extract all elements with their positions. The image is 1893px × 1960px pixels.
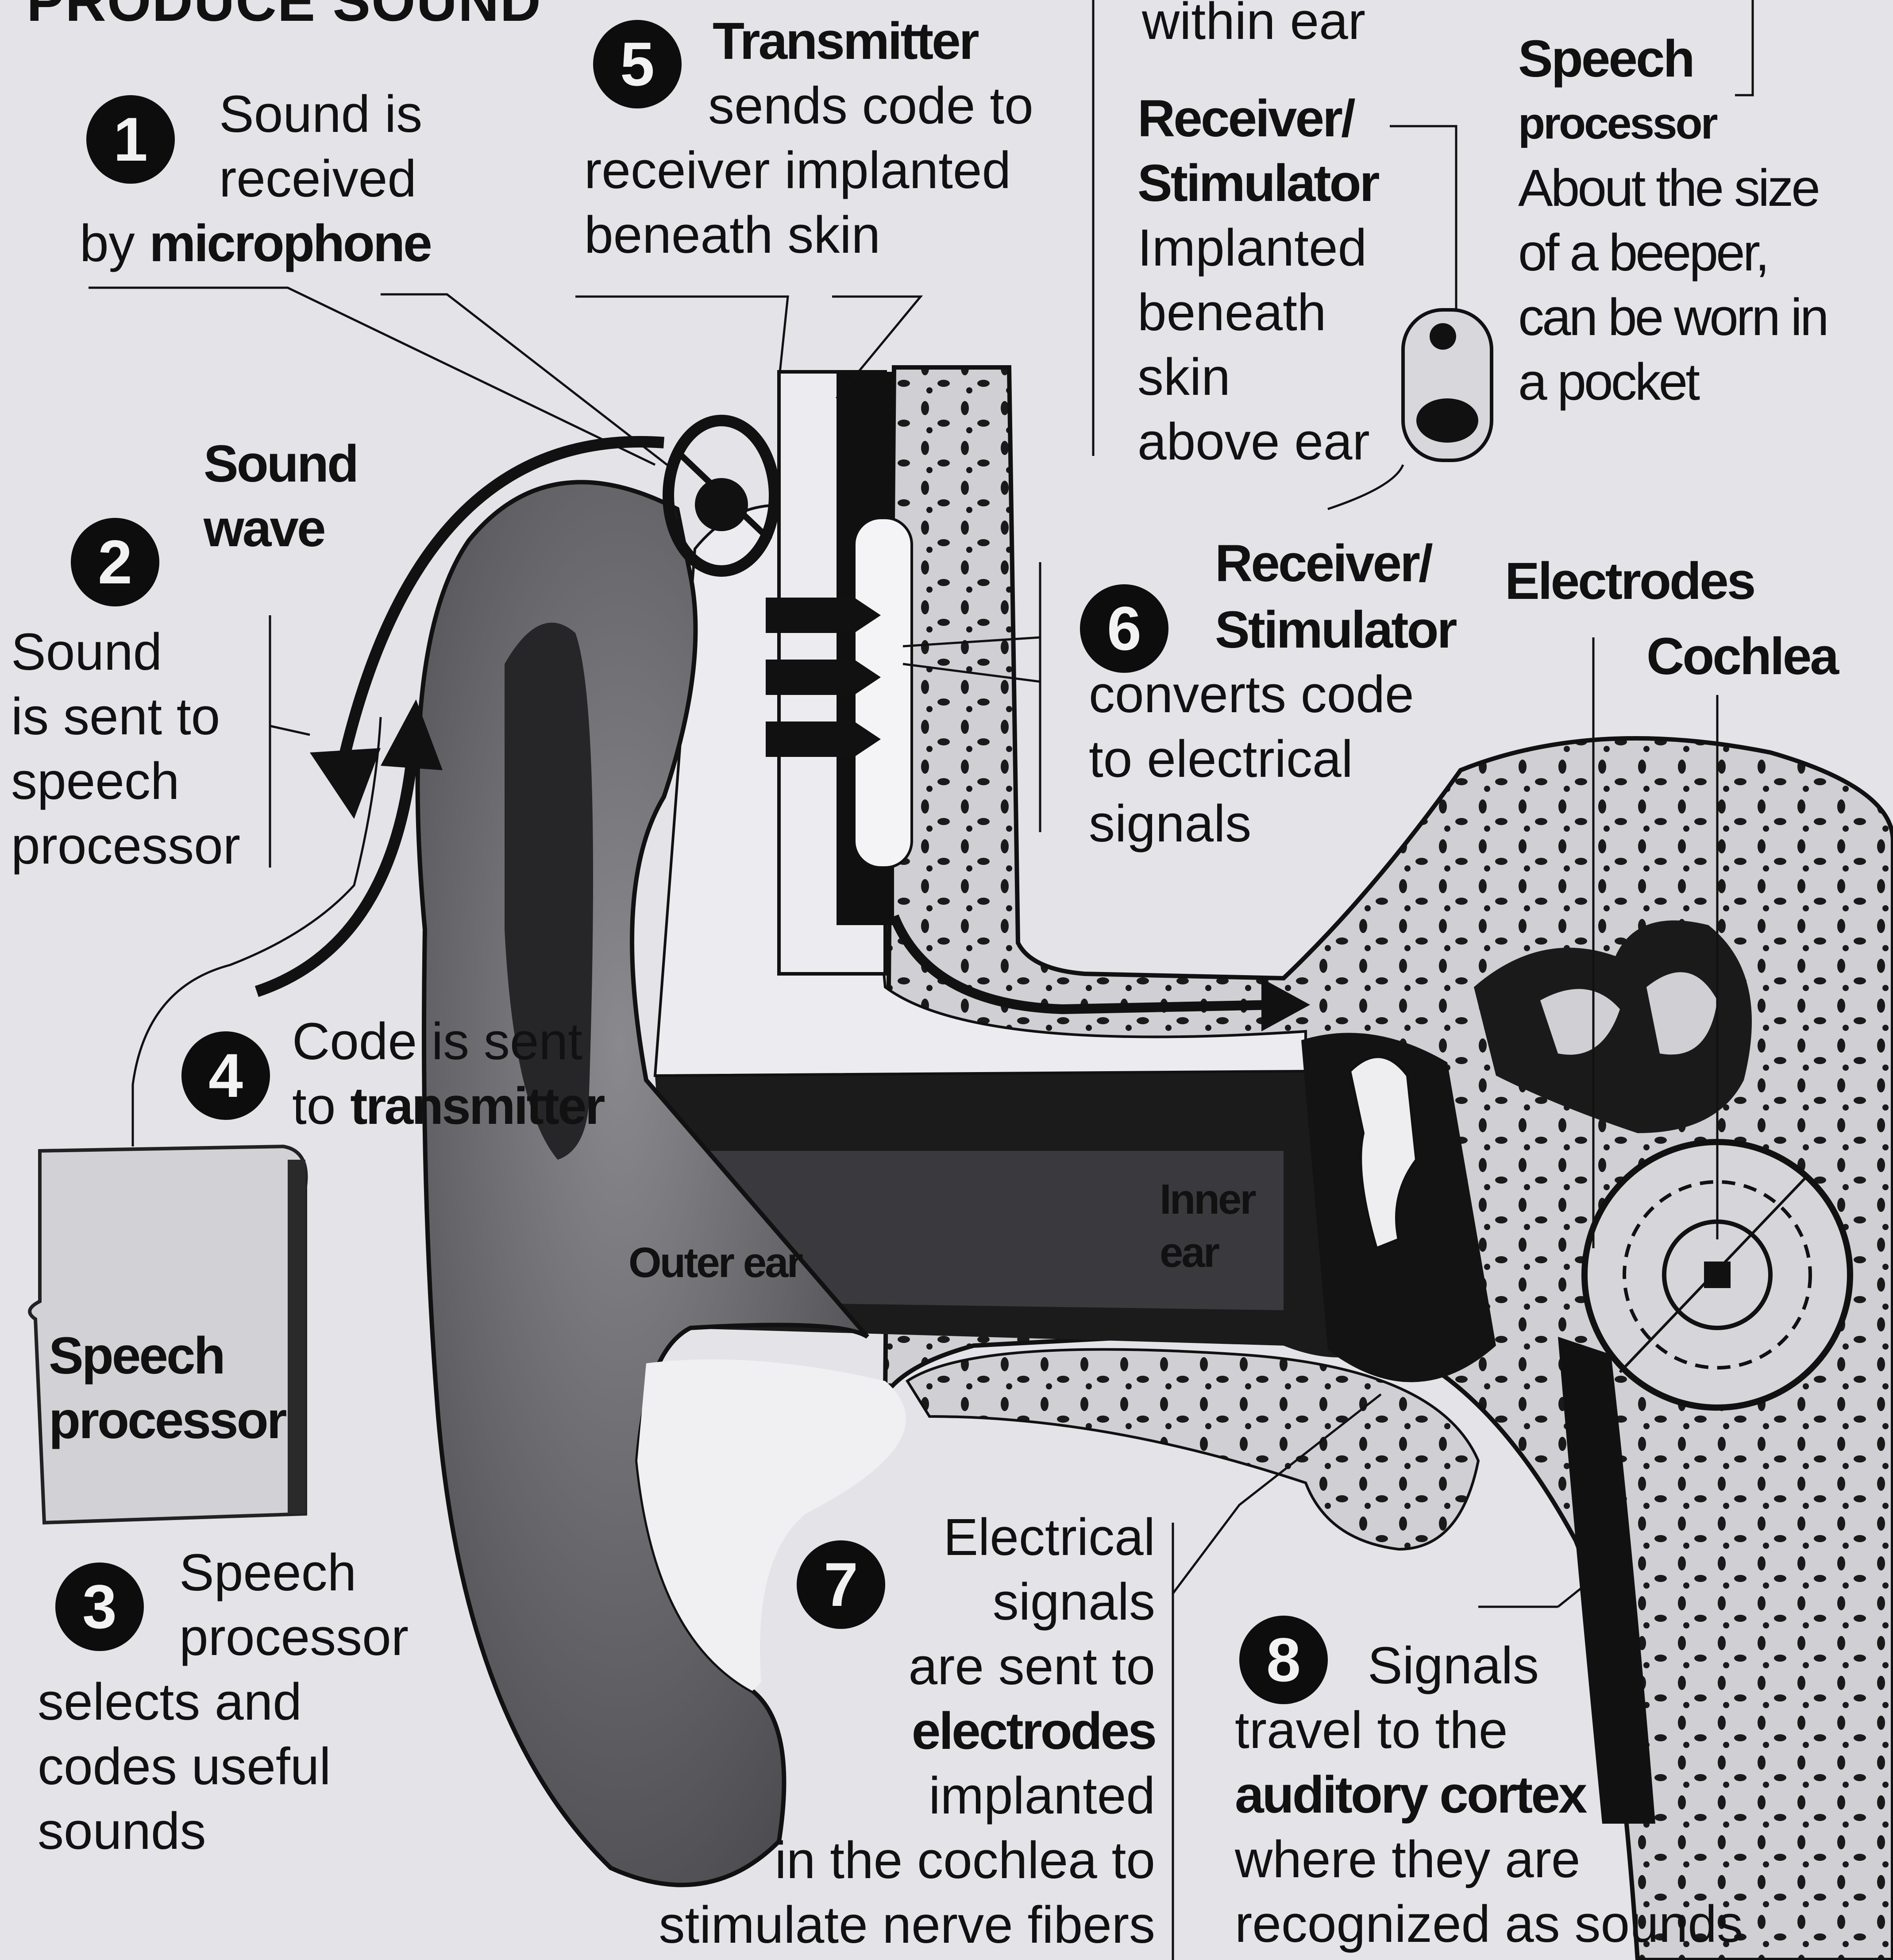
sound-wave-label: Sound wave: [204, 432, 357, 561]
receiver-stimulator-label: Receiver/ Stimulator Implanted beneath s…: [1137, 86, 1378, 474]
step-4-badge: 4: [181, 1031, 270, 1120]
cochlea-label: Cochlea: [1646, 624, 1837, 689]
step-4-text: Code is sent to transmitter: [292, 1009, 604, 1138]
step-3-text: Speech processor selects and codes usefu…: [38, 1540, 409, 1864]
partial-top-text: within ear: [1142, 0, 1365, 54]
step-2-badge: 2: [71, 518, 159, 606]
step-6-title-1: Receiver/: [1215, 531, 1431, 596]
step-6-text: Stimulator converts code to electrical s…: [1089, 598, 1456, 856]
step-7-text: Electrical signals are sent to electrode…: [575, 1505, 1155, 1957]
step-1-text: Sound is received by microphone: [80, 82, 431, 276]
electrodes-label: Electrodes: [1505, 549, 1754, 613]
speech-processor-note: Speech processor About the size of a bee…: [1518, 27, 1827, 414]
step-8-text: Signals travel to the auditory cortex wh…: [1235, 1633, 1743, 1956]
speech-processor-device-label: Speech processor: [49, 1323, 285, 1453]
step-2-text: Sound is sent to speech processor: [11, 620, 240, 878]
page-title: PRODUCE SOUND: [27, 0, 542, 34]
sound-wave-arrow-up: [257, 761, 412, 992]
receiver-capsule: [854, 518, 912, 868]
outer-ear-label: Outer ear: [628, 1231, 802, 1295]
step-5-text: Transmitter sends code to receiver impla…: [584, 9, 1033, 267]
inner-ear-label: Inner ear: [1160, 1173, 1255, 1279]
